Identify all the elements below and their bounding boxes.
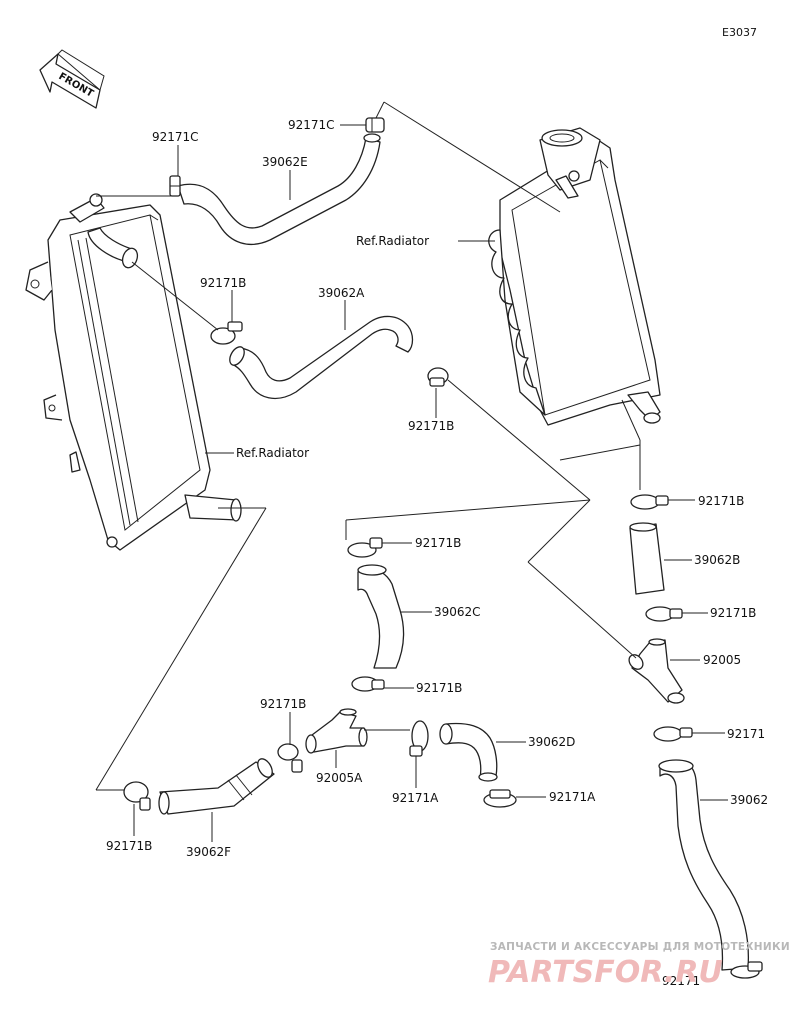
label-92171b-center-1: 92171B <box>415 536 461 550</box>
pipe-92005a <box>305 708 368 754</box>
label-39062: 39062 <box>730 793 768 807</box>
clamp-92171b-right-1 <box>630 494 669 510</box>
front-arrow-icon: FRONT <box>39 49 105 109</box>
hose-39062b <box>629 522 665 595</box>
label-92005a: 92005A <box>316 771 363 785</box>
pipe-92005 <box>628 638 685 704</box>
clamp-92171b-left-upper <box>210 321 243 345</box>
part-labels: 92171C 92171C 39062E Ref.Radiator 92171B… <box>106 118 768 988</box>
label-39062b: 39062B <box>694 553 740 567</box>
hose-39062c <box>357 564 405 669</box>
clamp-92171a-lower <box>409 720 429 757</box>
clamp-92171c-left <box>169 175 181 197</box>
hose-39062f <box>158 758 275 815</box>
clamp-92171b-mid <box>427 367 449 387</box>
label-92171a-lower-right: 92171A <box>549 790 596 804</box>
label-92005: 92005 <box>703 653 741 667</box>
hose-39062d <box>439 722 498 782</box>
right-radiator <box>488 127 661 441</box>
label-92171b-lower-left: 92171B <box>260 697 306 711</box>
label-92171b-center-2: 92171B <box>416 681 462 695</box>
label-ref-radiator-right: Ref.Radiator <box>356 234 429 248</box>
label-92171b-right-2: 92171B <box>710 606 756 620</box>
clamp-92171b-lower-left <box>277 743 303 773</box>
label-92171a-lower: 92171A <box>392 791 439 805</box>
label-39062e: 39062E <box>262 155 308 169</box>
clamp-92171 <box>653 726 693 742</box>
clamp-92171b-center-1 <box>347 537 383 558</box>
label-92171b-bottom-left: 92171B <box>106 839 152 853</box>
label-92171b-right-1: 92171B <box>698 494 744 508</box>
clamp-92171b-right-2 <box>645 606 683 622</box>
label-39062d: 39062D <box>528 735 575 749</box>
label-39062f: 39062F <box>186 845 231 859</box>
watermark-logo: PARTSFOR.RU <box>488 955 723 990</box>
label-92171: 92171 <box>727 727 765 741</box>
label-92171-bottom: 92171 <box>662 974 700 988</box>
label-39062a: 39062A <box>318 286 365 300</box>
clamp-92171b-center-2 <box>351 676 385 692</box>
label-ref-radiator-left: Ref.Radiator <box>236 446 309 460</box>
clamp-92171b-bottom-left <box>123 781 151 811</box>
hose-39062a <box>229 315 414 400</box>
diagram-code: E3037 <box>722 26 757 39</box>
watermark: ЗАПЧАСТИ И АКСЕССУАРЫ ДЛЯ МОТОТЕХНИКИ PA… <box>488 941 790 990</box>
left-radiator <box>25 193 242 551</box>
label-92171c-left: 92171C <box>152 130 199 144</box>
clamp-92171a-lower-right <box>483 789 517 808</box>
watermark-tagline: ЗАПЧАСТИ И АКСЕССУАРЫ ДЛЯ МОТОТЕХНИКИ <box>490 941 790 953</box>
label-92171c-right: 92171C <box>288 118 335 132</box>
label-92171b-left-upper: 92171B <box>200 276 246 290</box>
hose-39062e <box>177 133 381 245</box>
clamp-92171c-right <box>365 117 385 133</box>
label-39062c: 39062C <box>434 605 481 619</box>
clamp-92171-bottom <box>730 961 763 979</box>
hose-39062 <box>658 759 750 971</box>
leader-lines <box>95 101 728 842</box>
label-92171b-mid: 92171B <box>408 419 454 433</box>
